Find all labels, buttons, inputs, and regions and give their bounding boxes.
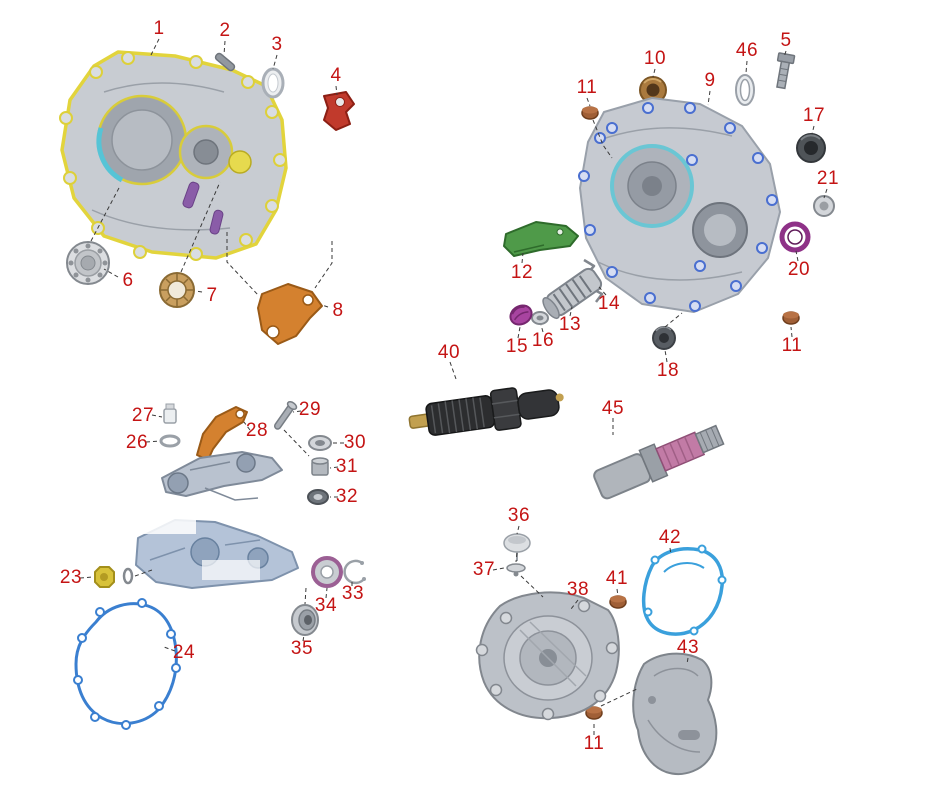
rocker-arm-assembly xyxy=(161,451,283,501)
part-6-ball-bearing xyxy=(66,241,110,285)
part-15-cap xyxy=(509,304,533,326)
part-23-yellow-plug xyxy=(94,566,134,588)
part-46-o-ring xyxy=(735,74,755,106)
part-13-oil-strainer xyxy=(542,267,603,320)
part-9-right-crankcase-half xyxy=(578,97,781,313)
part-11-drain-plug xyxy=(782,311,800,325)
part-1-left-crankcase-half xyxy=(59,50,288,261)
part-26-o-ring xyxy=(159,434,181,448)
part-30-washer xyxy=(308,435,332,451)
part-43-side-cover xyxy=(632,652,718,775)
part-36-valve xyxy=(503,533,531,561)
part-16-washer xyxy=(531,311,549,325)
part-42-gasket xyxy=(641,544,727,636)
part-41-plug xyxy=(609,595,627,609)
part-24-gasket xyxy=(73,598,181,730)
part-2-dowel-pin xyxy=(214,52,236,72)
part-8-orange-bracket xyxy=(257,283,323,345)
part-20-oil-seal xyxy=(779,221,811,253)
part-35-bearing xyxy=(291,604,319,636)
part-40-oil-dipstick xyxy=(408,387,564,436)
part-27-fitting xyxy=(163,403,177,424)
part-32-washer xyxy=(307,489,329,505)
part-17-bushing xyxy=(796,133,826,163)
balancer-assembly xyxy=(135,516,299,589)
part-5-bolt xyxy=(776,52,796,90)
part-12-green-bracket xyxy=(503,221,579,257)
part-37-washer xyxy=(506,563,526,577)
part-11-drain-plug xyxy=(585,706,603,720)
part-21-washer xyxy=(813,195,835,217)
leader-lines xyxy=(79,38,828,735)
part-7-needle-bearing xyxy=(159,272,195,308)
part-31-spacer xyxy=(311,457,329,476)
part-4-red-bracket xyxy=(323,91,355,131)
part-38-clutch-cover xyxy=(475,591,620,721)
part-11-drain-plug xyxy=(581,106,599,120)
part-34-seal-ring xyxy=(311,556,343,588)
part-33-circlip xyxy=(343,559,366,585)
part-18-grommet xyxy=(652,326,676,350)
part-3-ring xyxy=(261,67,285,99)
part-28-lever xyxy=(196,406,248,461)
part-45-stud-bolt xyxy=(593,424,725,500)
part-29-pin xyxy=(273,401,298,430)
